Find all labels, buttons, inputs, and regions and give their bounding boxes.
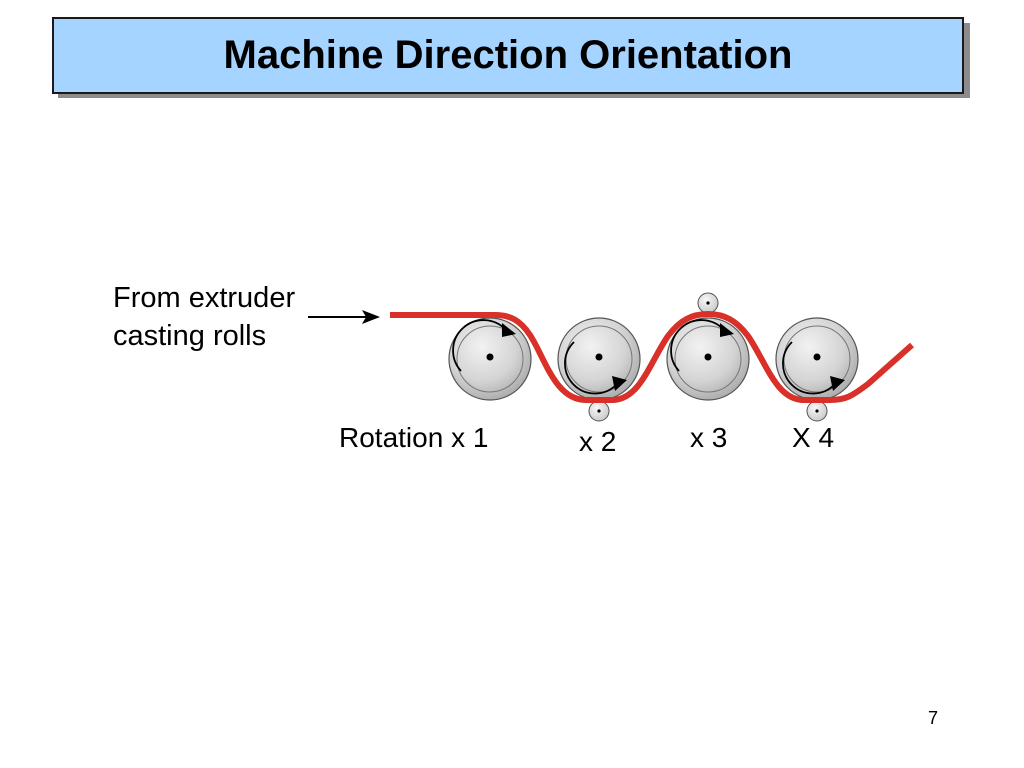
nip-roll-2 <box>588 400 610 422</box>
source-label-line1: From extruder <box>113 282 295 314</box>
roll-1 <box>448 317 532 401</box>
feed-arrow <box>308 310 380 324</box>
source-label-line2: casting rolls <box>113 320 266 352</box>
roll-4 <box>775 317 859 401</box>
roll-2 <box>557 317 641 401</box>
nip-roll-3 <box>697 292 719 314</box>
rotation-label-1: Rotation x 1 <box>339 422 488 453</box>
page-number: 7 <box>927 708 938 728</box>
rotation-label-3: x 3 <box>690 422 727 453</box>
title-box: Machine Direction Orientation <box>52 17 964 94</box>
film-path <box>390 311 914 403</box>
slide-title: Machine Direction Orientation <box>223 33 793 77</box>
roll-3 <box>666 317 750 401</box>
nip-roll-4 <box>806 400 828 422</box>
rotation-label-2: x 2 <box>579 426 616 457</box>
rotation-label-4: X 4 <box>792 422 834 453</box>
